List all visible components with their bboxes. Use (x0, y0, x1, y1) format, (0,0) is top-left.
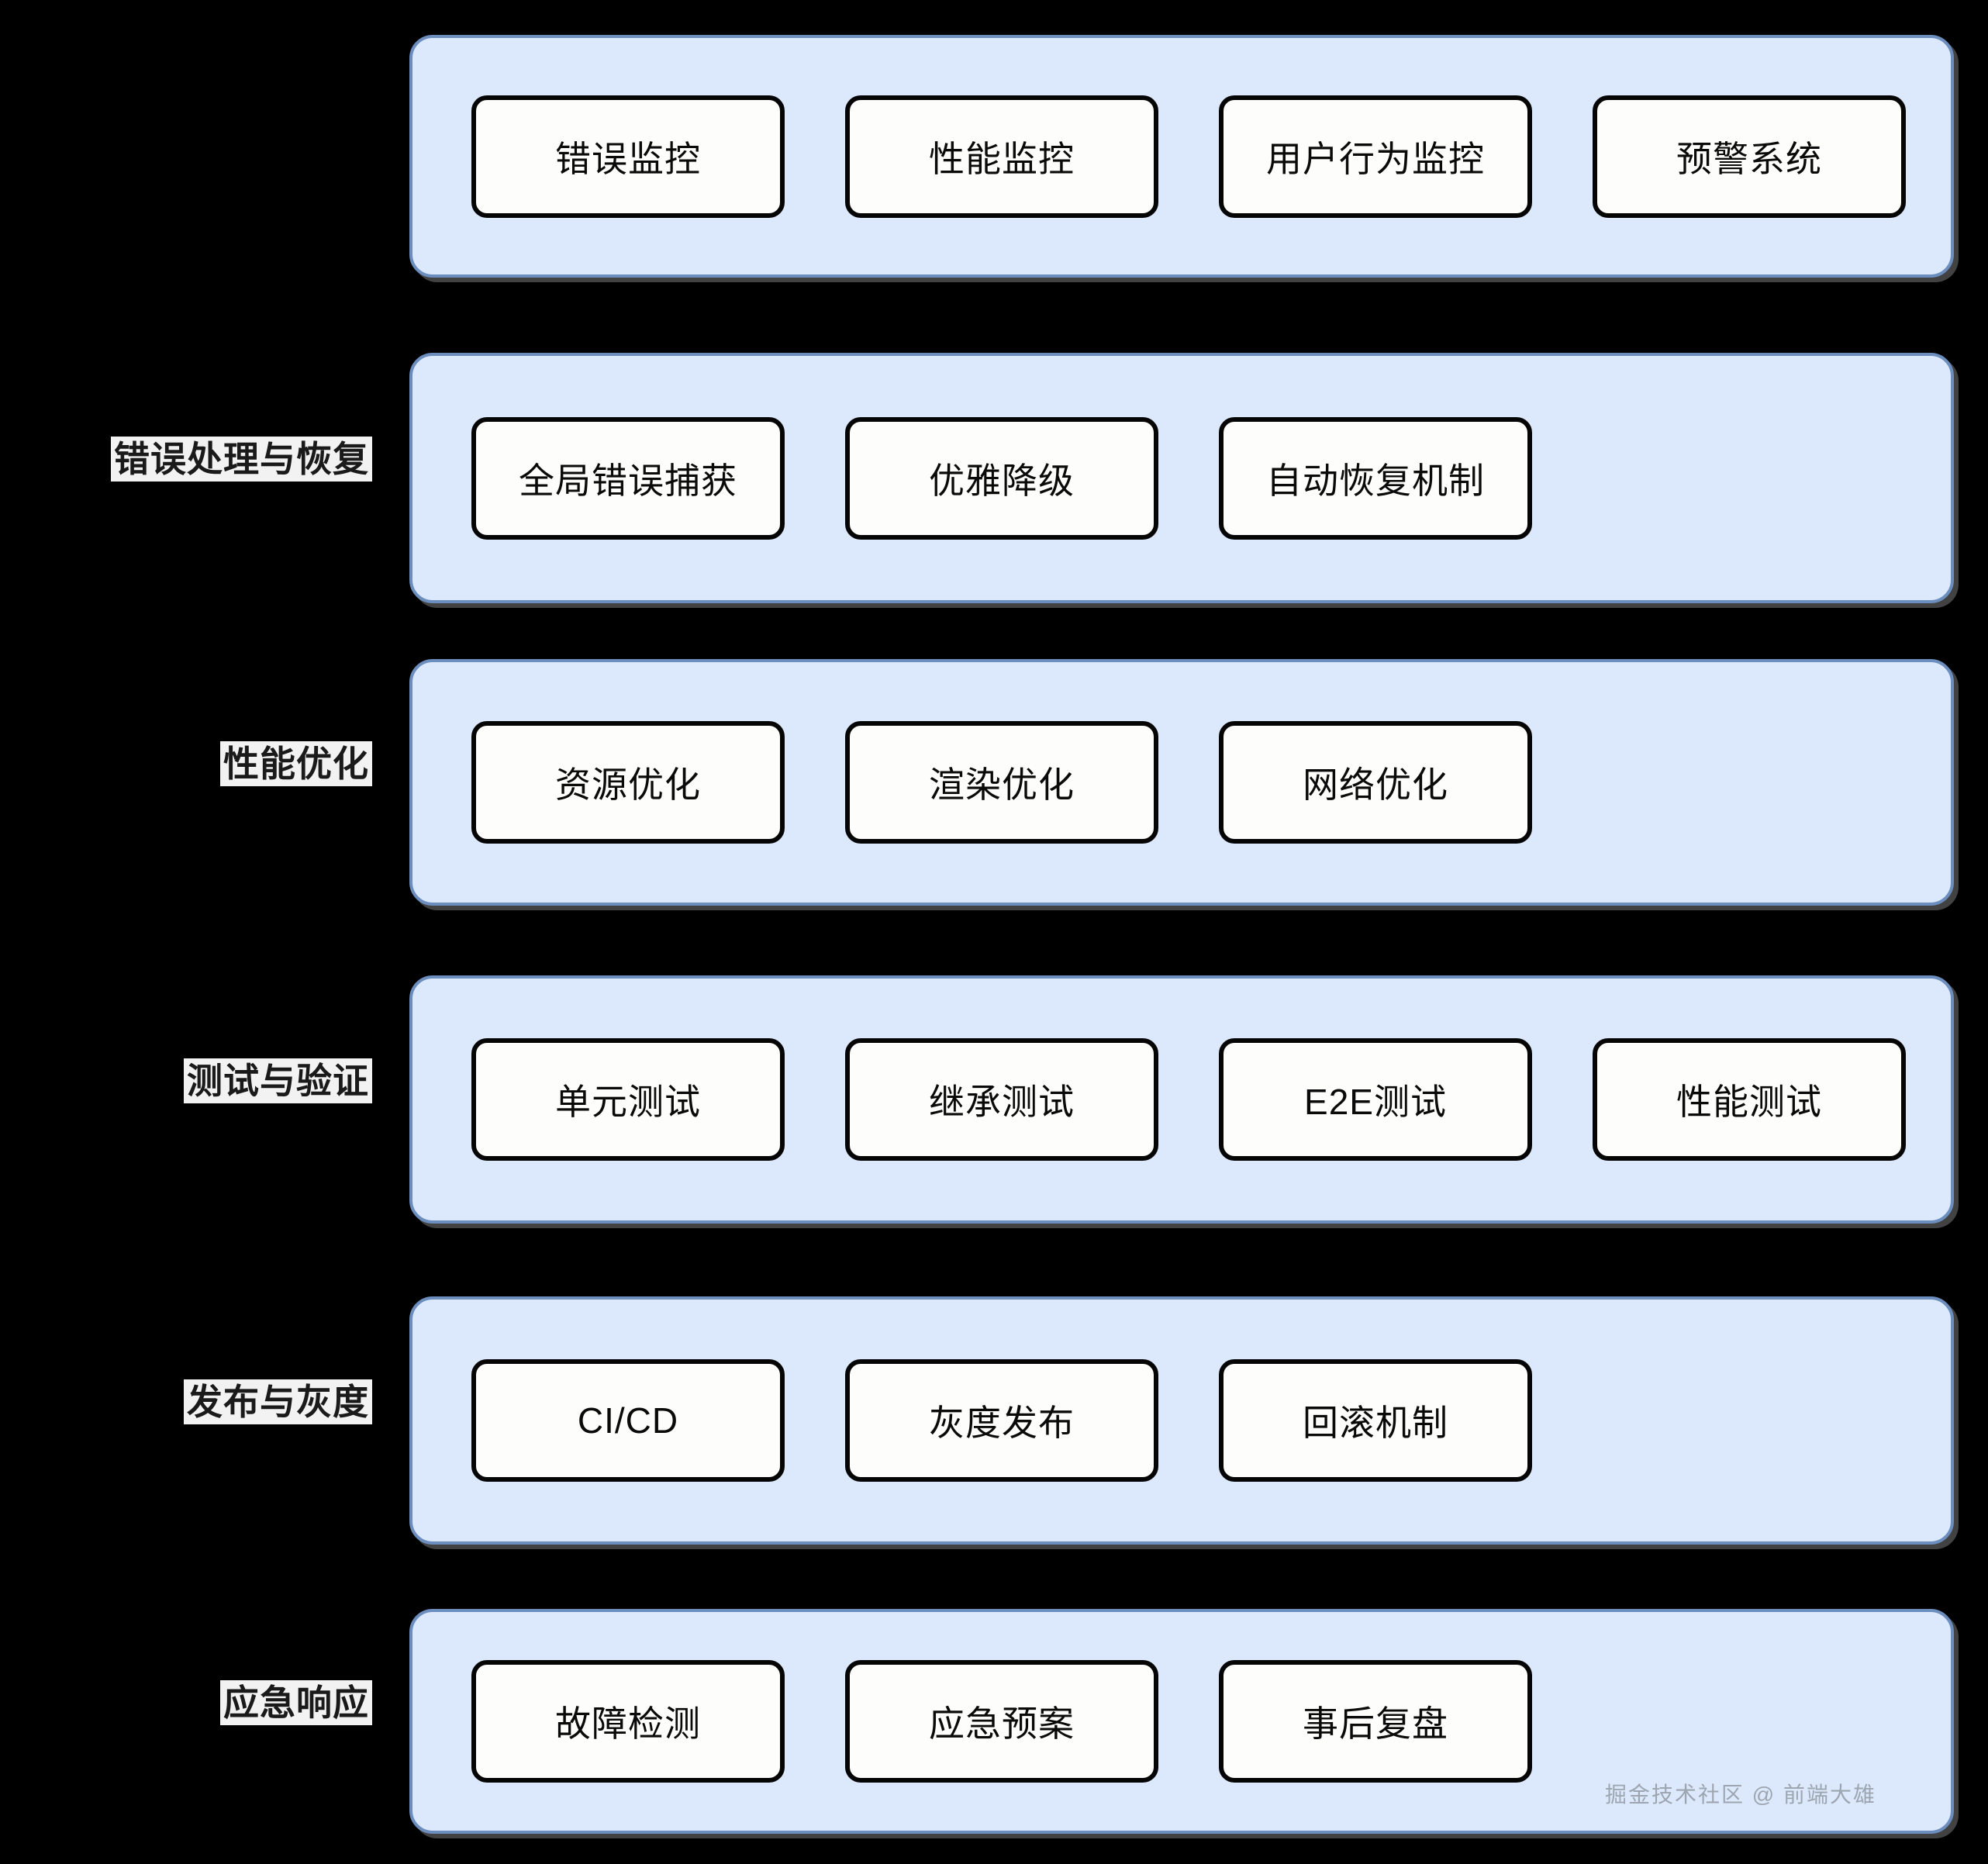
node-global-error-capture[interactable]: 全局错误捕获 (471, 416, 785, 540)
node-fault-detection[interactable]: 故障检测 (471, 1660, 785, 1783)
node-ci-cd[interactable]: CI/CD (471, 1359, 785, 1482)
lane-group-5: CI/CD 灰度发布 回滚机制 (409, 1296, 1954, 1545)
node-grayscale-release[interactable]: 灰度发布 (845, 1359, 1158, 1482)
lane-label-error-handling: 错误处理与恢复 (111, 437, 372, 482)
node-render-optimization[interactable]: 渲染优化 (845, 721, 1158, 844)
swimlane-row-5: 发布与灰度 CI/CD 灰度发布 回滚机制 (0, 1296, 1988, 1545)
node-unit-test[interactable]: 单元测试 (471, 1038, 785, 1161)
swimlane-row-1: 错误监控 性能监控 用户行为监控 预警系统 (0, 35, 1988, 278)
node-resource-optimization[interactable]: 资源优化 (471, 721, 785, 844)
node-user-behavior-monitoring[interactable]: 用户行为监控 (1219, 95, 1532, 218)
swimlane-row-4: 测试与验证 单元测试 继承测试 E2E测试 性能测试 (0, 975, 1988, 1224)
lane-group-1: 错误监控 性能监控 用户行为监控 预警系统 (409, 35, 1954, 278)
node-error-monitoring[interactable]: 错误监控 (471, 95, 785, 218)
node-e2e-test[interactable]: E2E测试 (1219, 1038, 1532, 1161)
node-performance-test[interactable]: 性能测试 (1593, 1038, 1906, 1161)
lane-group-2: 全局错误捕获 优雅降级 自动恢复机制 (409, 353, 1954, 603)
node-auto-recovery[interactable]: 自动恢复机制 (1219, 416, 1532, 540)
swimlane-row-3: 性能优化 资源优化 渲染优化 网络优化 (0, 659, 1988, 906)
lane-label-testing-validation: 测试与验证 (184, 1058, 372, 1104)
watermark-text: 掘金技术社区 @ 前端大雄 (1605, 1783, 1876, 1807)
node-emergency-plan[interactable]: 应急预案 (845, 1660, 1158, 1783)
swimlane-row-2: 错误处理与恢复 全局错误捕获 优雅降级 自动恢复机制 (0, 353, 1988, 603)
node-graceful-degradation[interactable]: 优雅降级 (845, 416, 1158, 540)
lane-label-emergency-response: 应急响应 (220, 1680, 372, 1726)
lane-group-6: 故障检测 应急预案 事后复盘 掘金技术社区 @ 前端大雄 (409, 1609, 1954, 1834)
node-alert-system[interactable]: 预警系统 (1593, 95, 1906, 218)
node-inheritance-test[interactable]: 继承测试 (845, 1038, 1158, 1161)
swimlane-row-6: 应急响应 故障检测 应急预案 事后复盘 掘金技术社区 @ 前端大雄 (0, 1609, 1988, 1834)
node-postmortem-review[interactable]: 事后复盘 (1219, 1660, 1532, 1783)
node-rollback-mechanism[interactable]: 回滚机制 (1219, 1359, 1532, 1482)
lane-label-release-grayscale: 发布与灰度 (184, 1379, 372, 1425)
lane-group-3: 资源优化 渲染优化 网络优化 (409, 659, 1954, 906)
node-performance-monitoring[interactable]: 性能监控 (845, 95, 1158, 218)
lane-group-4: 单元测试 继承测试 E2E测试 性能测试 (409, 975, 1954, 1224)
lane-label-performance-optimization: 性能优化 (220, 741, 372, 787)
node-network-optimization[interactable]: 网络优化 (1219, 721, 1532, 844)
